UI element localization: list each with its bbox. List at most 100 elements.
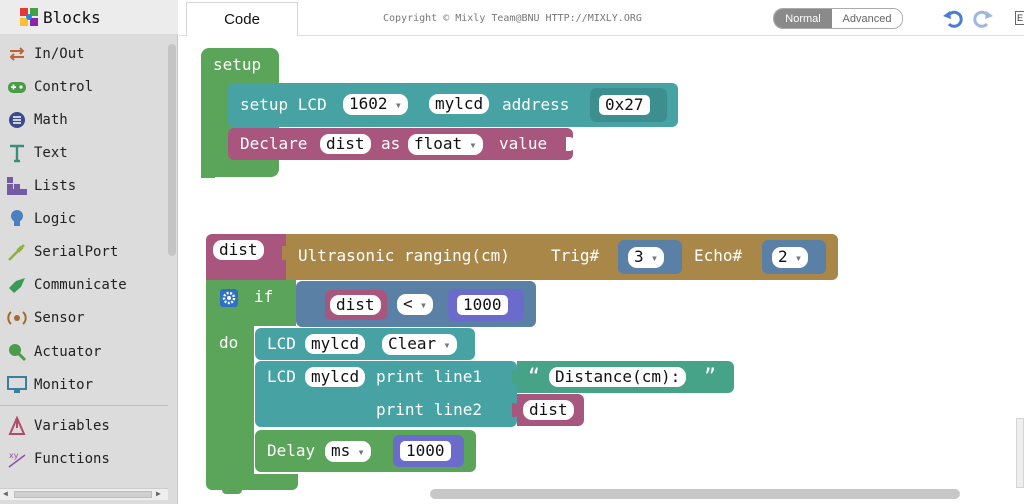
category-logic[interactable]: Logic bbox=[0, 203, 168, 235]
category-sensor[interactable]: Sensor bbox=[0, 302, 168, 334]
category-label: Control bbox=[34, 79, 94, 95]
scroll-left-icon[interactable]: ◀ bbox=[3, 489, 8, 498]
category-monitor[interactable]: Monitor bbox=[0, 369, 168, 401]
print-line1-label: print line1 bbox=[376, 367, 482, 386]
compare-value-field[interactable]: 1000 bbox=[457, 295, 508, 315]
undo-icon[interactable] bbox=[942, 8, 964, 28]
value-label: value bbox=[499, 134, 548, 153]
scroll-right-icon[interactable]: ▶ bbox=[156, 489, 161, 498]
assign-var-field[interactable]: dist bbox=[213, 240, 264, 260]
declare-label: Declare bbox=[240, 134, 308, 153]
toolbox-sidebar: Blocks In/Out Control Math Text Lists Lo… bbox=[0, 0, 178, 504]
tab-code[interactable]: Code bbox=[186, 2, 298, 36]
category-label: Monitor bbox=[34, 377, 94, 393]
category-label: Functions bbox=[34, 451, 110, 467]
as-label: as bbox=[381, 134, 401, 153]
print-line2-label: print line2 bbox=[376, 400, 482, 419]
ultrasonic-label: Ultrasonic ranging(cm) bbox=[298, 246, 510, 265]
variables-icon bbox=[6, 415, 28, 437]
category-label: Variables bbox=[34, 418, 110, 434]
lcd-print-block[interactable] bbox=[255, 361, 517, 427]
category-lists[interactable]: Lists bbox=[0, 170, 168, 202]
category-functions[interactable]: xy Functions bbox=[0, 443, 168, 475]
actuator-icon bbox=[6, 341, 28, 363]
mixly-logo-icon bbox=[20, 8, 38, 26]
lcd-label: LCD bbox=[267, 367, 296, 386]
delay-value-field[interactable]: 1000 bbox=[400, 441, 451, 461]
category-label: Communicate bbox=[34, 277, 127, 293]
functions-icon: xy bbox=[6, 448, 28, 470]
lcd-clear-dropdown[interactable]: Clear bbox=[382, 334, 457, 355]
ultrasonic-block[interactable] bbox=[286, 234, 838, 280]
lcd-clear-name-field[interactable]: mylcd bbox=[305, 334, 366, 354]
if-block-foot[interactable] bbox=[206, 474, 298, 490]
lcd-setup-label: setup LCD bbox=[240, 95, 327, 114]
copyright-text: Copyright © Mixly Team@BNU HTTP://MIXLY.… bbox=[383, 13, 642, 24]
serial-icon bbox=[6, 241, 28, 263]
redo-icon[interactable] bbox=[972, 8, 994, 28]
open-quote-icon: “ bbox=[528, 364, 541, 388]
lists-icon bbox=[6, 175, 28, 197]
toolbox-scroll-thumb[interactable] bbox=[14, 491, 152, 498]
gear-icon[interactable] bbox=[220, 289, 238, 307]
line2-var-field[interactable]: dist bbox=[523, 400, 574, 420]
category-label: In/Out bbox=[34, 46, 85, 62]
toolbox-header: Blocks bbox=[0, 0, 178, 34]
category-label: Math bbox=[34, 112, 68, 128]
declare-type-dropdown[interactable]: float bbox=[408, 134, 483, 155]
declare-var-field[interactable]: dist bbox=[320, 134, 371, 154]
toolbox-separator bbox=[0, 405, 168, 406]
workspace-vertical-scrollbar[interactable] bbox=[1016, 418, 1024, 488]
string-connector bbox=[512, 370, 520, 384]
monitor-icon bbox=[6, 374, 28, 396]
category-communicate[interactable]: Communicate bbox=[0, 269, 168, 301]
setup-block-notch bbox=[201, 170, 215, 178]
echo-pin-dropdown[interactable]: 2 bbox=[772, 247, 809, 268]
line2-connector bbox=[512, 403, 520, 417]
string-value-field[interactable]: Distance(cm): bbox=[549, 367, 687, 387]
compare-operator-dropdown[interactable]: < bbox=[397, 294, 434, 315]
declare-block[interactable] bbox=[228, 128, 573, 160]
category-label: Text bbox=[34, 145, 68, 161]
category-text[interactable]: Text bbox=[0, 137, 168, 169]
communicate-icon bbox=[6, 274, 28, 296]
category-in-out[interactable]: In/Out bbox=[0, 38, 168, 70]
lcd-type-dropdown[interactable]: 1602 bbox=[343, 94, 408, 115]
toolbox-vertical-scrollbar[interactable] bbox=[168, 44, 176, 256]
compare-var-field[interactable]: dist bbox=[330, 295, 381, 315]
gamepad-icon bbox=[6, 76, 28, 98]
category-serialport[interactable]: SerialPort bbox=[0, 236, 168, 268]
lcd-name-field[interactable]: mylcd bbox=[429, 94, 490, 114]
address-value-field[interactable]: 0x27 bbox=[599, 95, 650, 115]
category-math[interactable]: Math bbox=[0, 104, 168, 136]
setup-label: setup bbox=[213, 55, 262, 74]
workspace-horizontal-scrollbar[interactable] bbox=[430, 489, 960, 499]
if-block-bottom-notch bbox=[222, 488, 242, 494]
text-icon bbox=[6, 142, 28, 164]
toolbar-overflow-button[interactable]: E bbox=[1015, 11, 1024, 25]
category-actuator[interactable]: Actuator bbox=[0, 336, 168, 368]
in-out-icon bbox=[6, 43, 28, 65]
category-label: Actuator bbox=[34, 344, 102, 360]
if-label: if bbox=[254, 287, 274, 306]
mode-normal-button[interactable]: Normal bbox=[774, 9, 832, 28]
category-label: SerialPort bbox=[34, 244, 119, 260]
close-quote-icon: ” bbox=[704, 364, 717, 388]
mode-advanced-button[interactable]: Advanced bbox=[832, 9, 902, 28]
category-label: Sensor bbox=[34, 310, 85, 326]
value-input-socket[interactable] bbox=[566, 137, 576, 151]
echo-label: Echo# bbox=[694, 246, 743, 265]
category-control[interactable]: Control bbox=[0, 71, 168, 103]
delay-unit-dropdown[interactable]: ms bbox=[325, 441, 371, 462]
trig-label: Trig# bbox=[551, 246, 600, 265]
ultrasonic-connector bbox=[282, 246, 290, 260]
category-label: Lists bbox=[34, 178, 77, 194]
category-label: Logic bbox=[34, 211, 77, 227]
trig-pin-dropdown[interactable]: 3 bbox=[628, 247, 665, 268]
lcd-label: LCD bbox=[267, 334, 296, 353]
category-variables[interactable]: Variables bbox=[0, 410, 168, 442]
lcd-print-name-field[interactable]: mylcd bbox=[305, 367, 366, 387]
mode-toggle[interactable]: Normal Advanced bbox=[773, 8, 903, 29]
do-label: do bbox=[219, 333, 239, 352]
sensor-icon bbox=[6, 307, 28, 329]
